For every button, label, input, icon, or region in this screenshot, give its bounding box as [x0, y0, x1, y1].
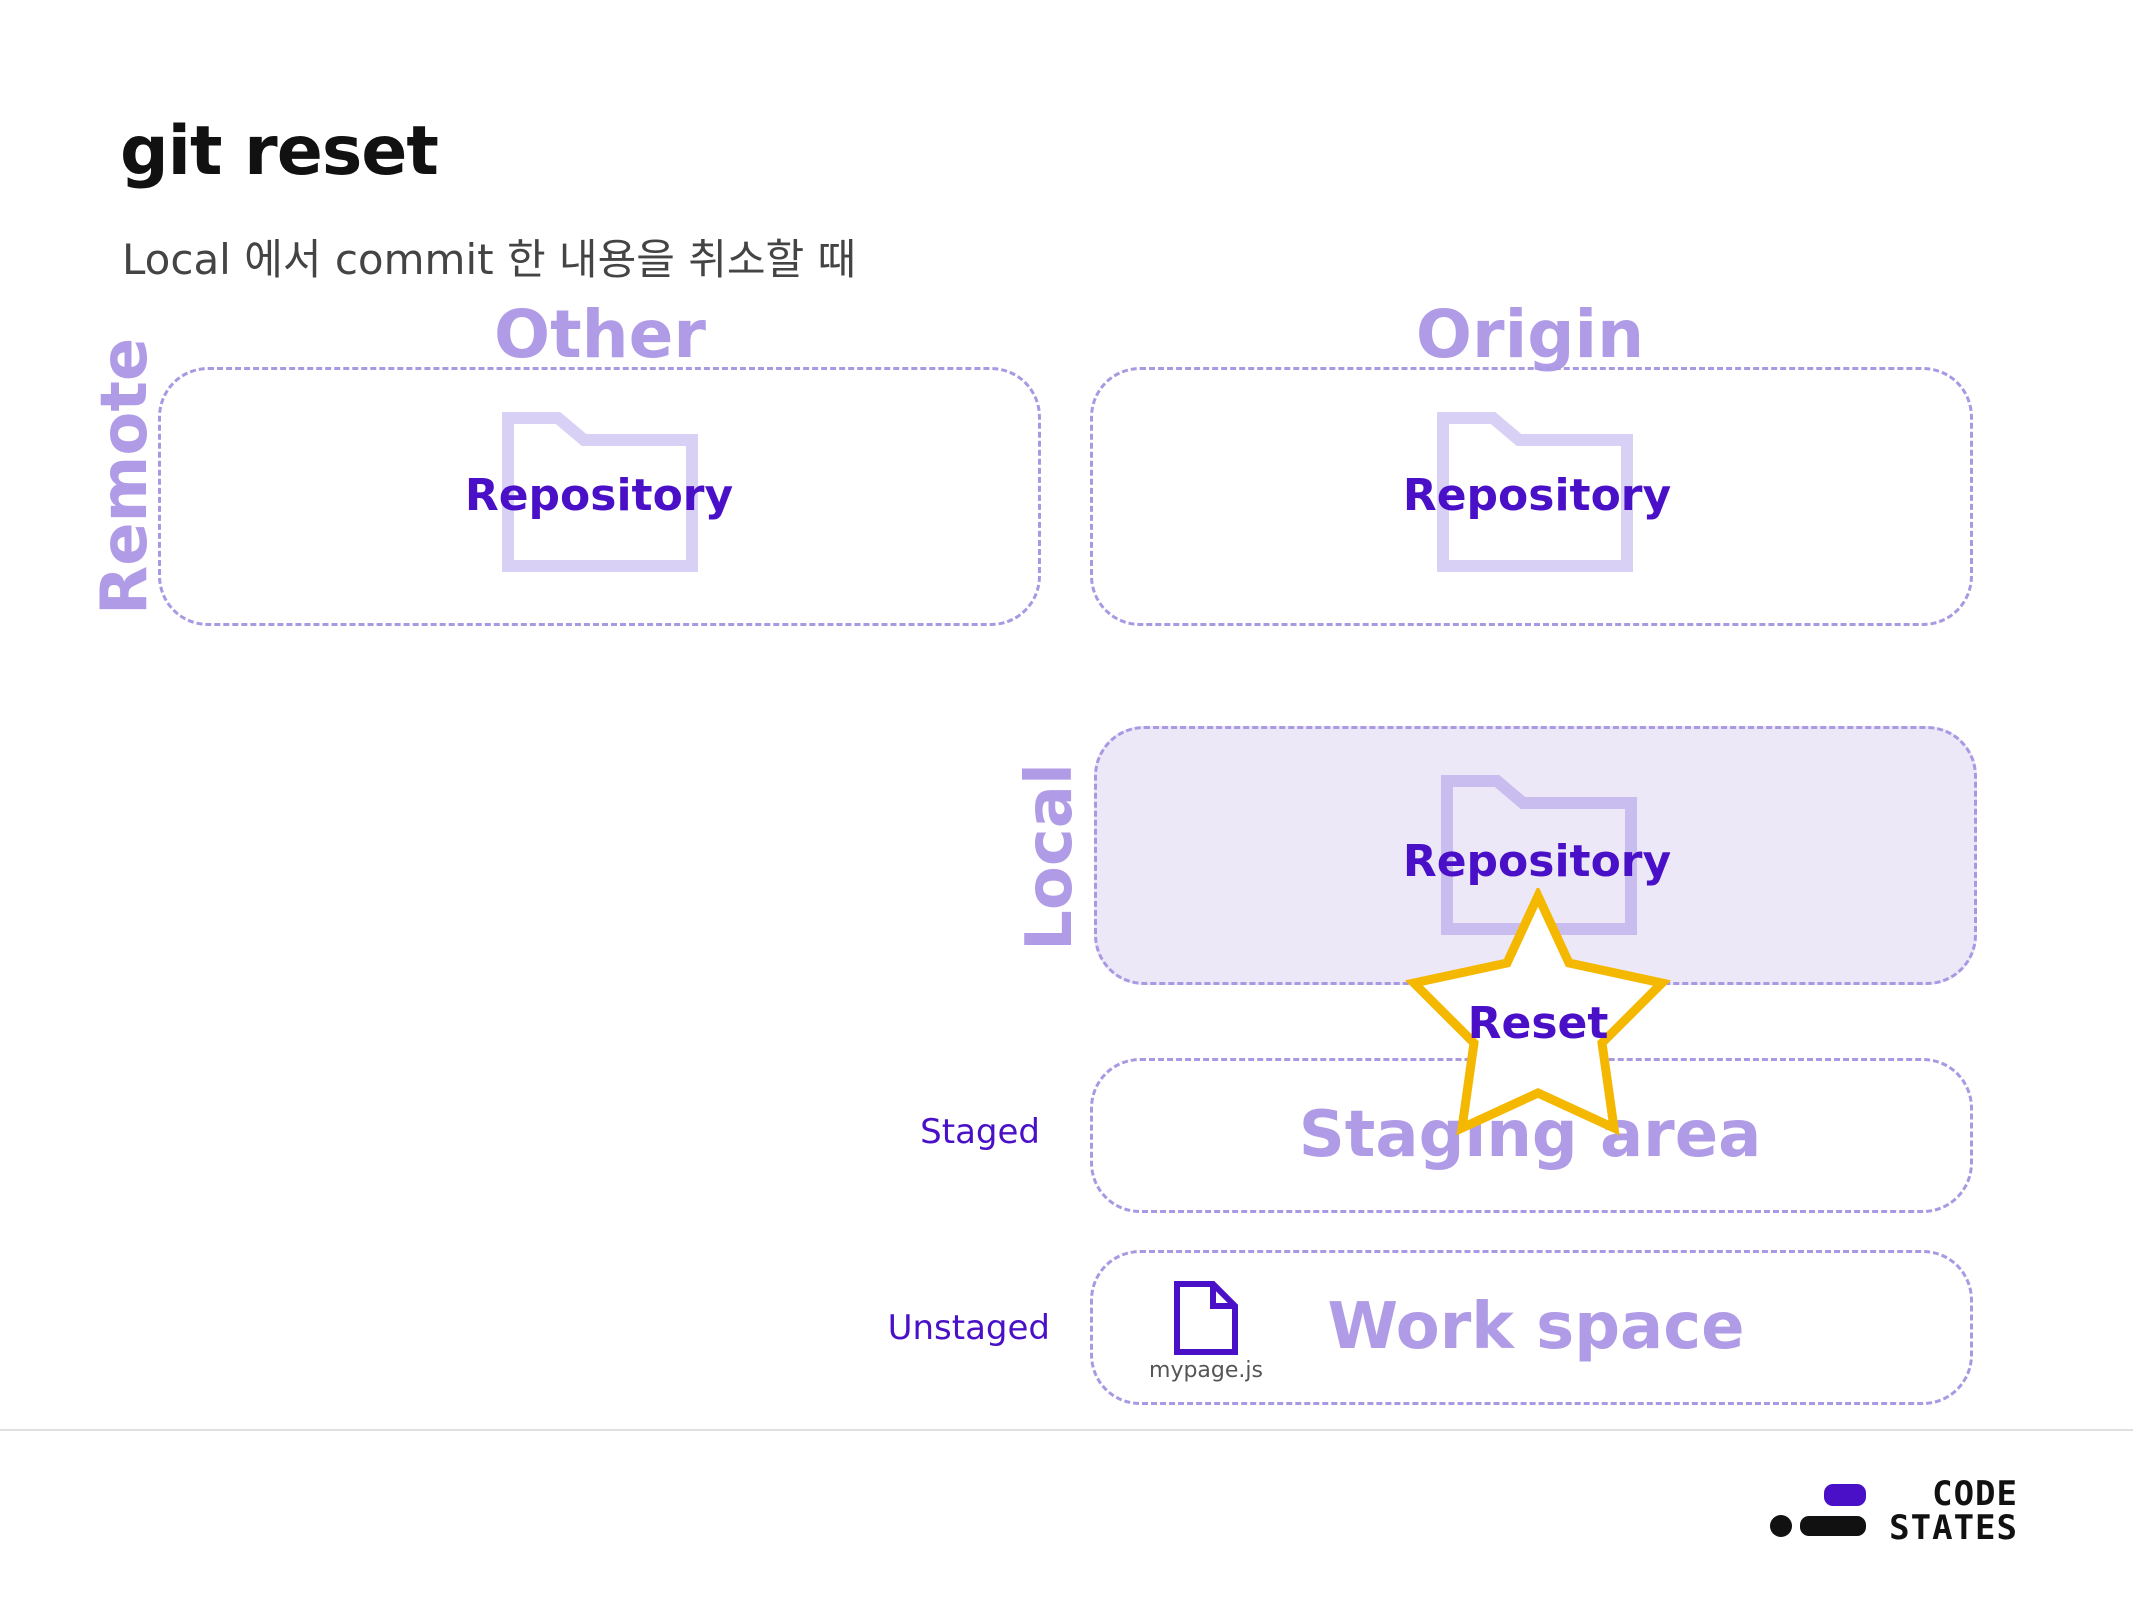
page-subtitle: Local 에서 commit 한 내용을 취소할 때: [122, 235, 857, 284]
workspace-label: Work space: [1327, 1290, 1745, 1364]
workspace-box: [1090, 1250, 1973, 1405]
folder-icon: [1441, 775, 1637, 935]
unstaged-label: Unstaged: [887, 1308, 1050, 1348]
other-remote-box: [158, 367, 1041, 626]
page-title: git reset: [120, 112, 439, 191]
star-icon: [1404, 888, 1672, 1136]
other-repository-label: Repository: [464, 470, 734, 521]
remote-side-label: Remote: [88, 337, 162, 615]
folder-icon: [1437, 412, 1633, 572]
origin-repository-label: Repository: [1402, 470, 1672, 521]
brand-name-line2: STATES: [1889, 1508, 2018, 1548]
local-repository-label: Repository: [1402, 836, 1672, 887]
file-icon: [1174, 1281, 1238, 1355]
footer-divider: [0, 1429, 2133, 1431]
folder-icon: [502, 412, 698, 572]
staging-area-label: Staging area: [1298, 1098, 1762, 1172]
other-heading: Other: [494, 296, 706, 373]
brand-name-line1: CODE: [1932, 1474, 2018, 1514]
origin-remote-box: [1090, 367, 1973, 626]
codestates-logo: [1770, 1484, 1866, 1537]
local-side-label: Local: [1013, 763, 1087, 951]
file-name-label: mypage.js: [1149, 1358, 1263, 1383]
reset-label: Reset: [1467, 998, 1609, 1049]
staged-label: Staged: [920, 1112, 1040, 1152]
origin-heading: Origin: [1415, 296, 1645, 373]
